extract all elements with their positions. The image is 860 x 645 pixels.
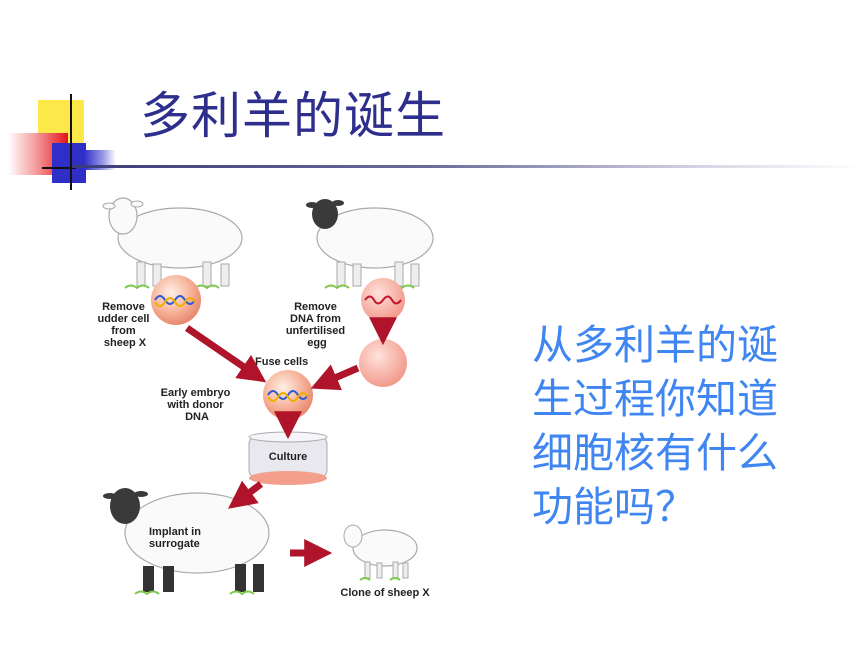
enucleated-egg xyxy=(359,339,407,387)
arrow-egg-to-embryo xyxy=(310,364,360,391)
arrow-udder-to-embryo xyxy=(185,325,267,383)
question-line: 功能吗？ xyxy=(532,483,696,531)
egg-donor-sheep-illustration xyxy=(306,199,434,290)
process-arrows xyxy=(185,317,397,567)
question-line: 从多利羊的诞 xyxy=(532,321,778,369)
label-clone-of-sheep-x: Clone of sheep X xyxy=(340,587,430,599)
udder-cell xyxy=(151,275,201,325)
label-culture: Culture xyxy=(269,451,308,463)
question-line: 生过程你知道 xyxy=(532,375,778,423)
arrow-culture-to-surrogate xyxy=(228,480,264,509)
clone-lamb-illustration xyxy=(343,524,418,581)
label-implant-surrogate: Implant in surrogate xyxy=(149,526,204,550)
title-underline xyxy=(72,165,860,168)
deco-vertical-line xyxy=(70,94,72,190)
deco-horizontal-line xyxy=(42,167,76,169)
sheep-x-illustration xyxy=(102,197,243,290)
label-remove-udder-cell: Remove udder cell from sheep X xyxy=(97,301,152,349)
question-line: 细胞核有什么 xyxy=(532,429,778,477)
surrogate-sheep-illustration xyxy=(103,488,270,596)
question-text: 从多利羊的诞 生过程你知道 细胞核有什么 功能吗？ xyxy=(532,318,812,534)
egg-cell-with-dna xyxy=(361,278,405,322)
culture-dish xyxy=(248,431,328,485)
label-fuse-cells: Fuse cells xyxy=(255,356,308,368)
early-embryo-cell xyxy=(263,370,313,420)
dolly-cloning-diagram: Remove udder cell from sheep X Remove DN… xyxy=(97,197,434,599)
label-early-embryo: Early embryo with donor DNA xyxy=(161,387,234,423)
label-remove-dna: Remove DNA from unfertilised egg xyxy=(286,301,348,349)
slide-title: 多利羊的诞生 xyxy=(140,87,446,145)
deco-blue-square xyxy=(52,143,86,183)
